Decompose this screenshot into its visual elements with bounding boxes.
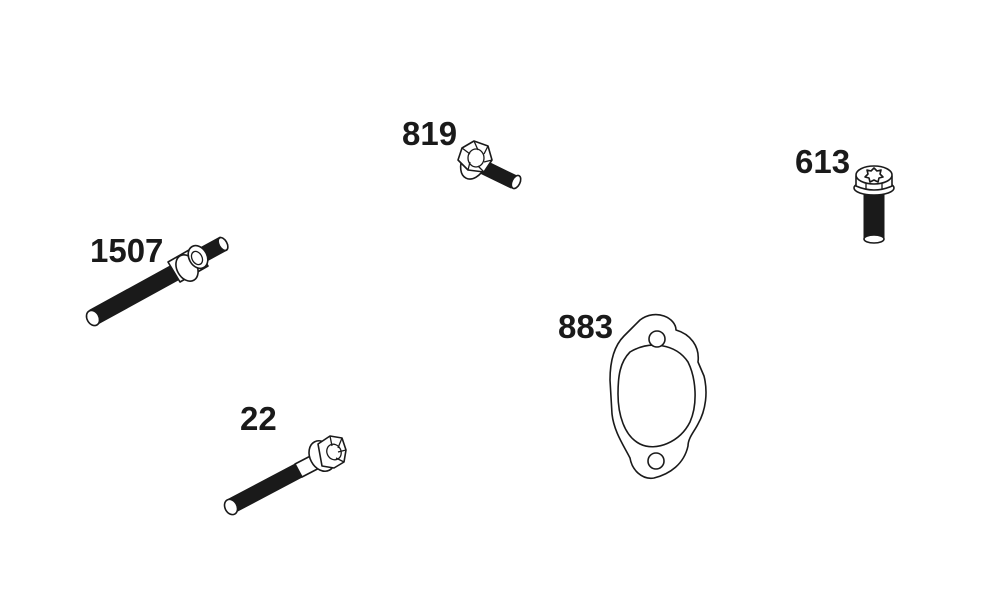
- callout-1507: 1507: [90, 232, 164, 269]
- callout-22: 22: [240, 400, 277, 437]
- callout-819: 819: [402, 115, 458, 152]
- callout-883: 883: [558, 308, 614, 345]
- part-1507-stud: [85, 236, 229, 327]
- part-22-bolt: [223, 435, 347, 516]
- part-613-bolt: [853, 165, 895, 244]
- part-819-bolt: [457, 140, 522, 190]
- callout-613: 613: [795, 143, 851, 180]
- part-883-gasket: [609, 313, 707, 480]
